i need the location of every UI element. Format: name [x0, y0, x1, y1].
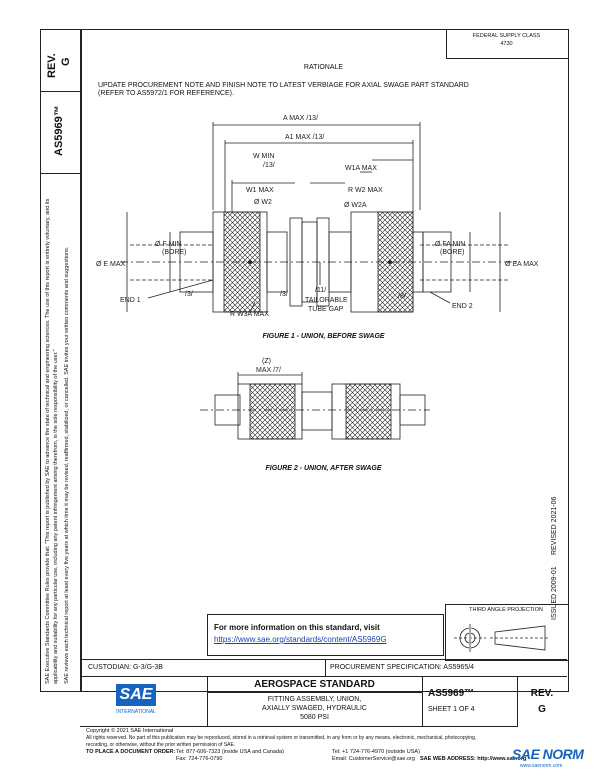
fig1-note8: /8/: [398, 293, 406, 300]
title-cell: [207, 676, 423, 727]
fig2-z-label: (Z): [262, 358, 271, 365]
info-box-link[interactable]: https://www.sae.org/standards/content/AS…: [214, 635, 387, 644]
fig1-r-w3a-max: R W3A MAX: [230, 311, 269, 318]
figure1-drawing: A MAX /13/ A1 MAX /13/ W MIN /13/ W1A MA…: [96, 115, 539, 318]
fig1-note3b: /3/: [280, 291, 288, 298]
fig1-dia-ea-max: Ø EA MAX: [505, 261, 539, 268]
fig1-a1-max: A1 MAX /13/: [285, 134, 324, 141]
title-line3: 5080 PSI: [300, 714, 329, 721]
title-line2: AXIALLY SWAGED, HYDRAULIC: [262, 705, 367, 712]
sae-logo: SAE: [116, 684, 156, 706]
fig1-dia-e-max: Ø E MAX: [96, 261, 126, 268]
footer-order: TO PLACE A DOCUMENT ORDER:: [86, 749, 176, 755]
title-rev-value: G: [538, 704, 546, 715]
fig1-tube-gap: TUBE GAP: [308, 306, 344, 313]
figure2-caption: FIGURE 2 - UNION, AFTER SWAGE: [265, 465, 382, 472]
fig1-note3a: /3/: [185, 291, 193, 298]
projection-box: [445, 604, 568, 661]
footer-email: Email: CustomerService@sae.org: [332, 756, 415, 762]
footer-copyright: Copyright © 2021 SAE International: [86, 728, 174, 734]
fig2-z-max: MAX /7/: [256, 367, 281, 374]
left-strip: [40, 29, 82, 692]
legal-text-1: SAE Executive Standards Committee Rules …: [45, 198, 59, 684]
fig1-w-min: W MIN: [253, 153, 274, 160]
footer-tel2: Tel: +1 724-776-4970 (outside USA): [332, 749, 420, 755]
fig1-r-w2-max: R W2 MAX: [348, 187, 383, 194]
info-box-title: For more information on this standard, v…: [214, 623, 380, 632]
fig1-dia-fa-min: Ø FA MIN: [435, 241, 465, 248]
footer-web: SAE WEB ADDRESS: http://www.sae.org: [420, 756, 527, 762]
fig1-a-max: A MAX /13/: [283, 115, 318, 122]
projection-label: THIRD ANGLE PROJECTION: [469, 607, 543, 613]
fsc-line1: FEDERAL SUPPLY CLASS: [472, 33, 541, 39]
title-rev-label: REV.: [530, 688, 554, 699]
revised-date: REVISED 2021-06: [551, 496, 558, 555]
left-docnum-cell: [40, 91, 80, 174]
footer-fax1: Fax: 724-776-0790: [176, 756, 223, 762]
projection-symbol: [454, 624, 550, 652]
fig1-end1: END 1: [120, 297, 141, 304]
watermark-sub: www.saenorm.com: [520, 763, 563, 769]
fig1-dia-f-min: Ø F MIN: [155, 241, 181, 248]
fig1-note11: /11/: [315, 287, 326, 294]
fig1-tailorable: TAILORABLE: [305, 297, 348, 304]
title-doc-number: AS5969™: [428, 688, 475, 699]
info-box: For more information on this standard, v…: [207, 614, 444, 656]
footer-rights: All rights reserved. No part of this pub…: [86, 735, 477, 741]
left-rev-cell: [40, 29, 80, 92]
standard-type: AEROSPACE STANDARD: [207, 679, 422, 693]
fig1-w1-max: W1 MAX: [246, 187, 274, 194]
fig1-end2: END 2: [452, 303, 473, 310]
left-rev-label: REV.: [46, 53, 58, 78]
docnum-cell: [422, 676, 518, 727]
custodian-divider: [325, 659, 326, 676]
fig1-dia-w2a: Ø W2A: [344, 202, 367, 209]
title-line1: FITTING ASSEMBLY, UNION,: [267, 696, 362, 703]
drawing-frame: [80, 29, 569, 692]
figure2-drawing: (Z) MAX /7/: [200, 358, 430, 440]
footer-tel1: Tel: 877-606-7323 (inside USA and Canada…: [176, 749, 284, 755]
sheet-number: SHEET 1 OF 4: [428, 706, 475, 713]
watermark: SAE NORM: [512, 746, 584, 762]
left-rev-value: G: [60, 57, 72, 66]
sae-logo-cell: [80, 676, 208, 727]
fig1-w-min-note: /13/: [263, 162, 275, 169]
fig1-w1a-max: W1A MAX: [345, 165, 377, 172]
left-doc-number: AS5969™: [53, 105, 65, 156]
custodian-row: [80, 659, 567, 677]
rationale-text-1: UPDATE PROCUREMENT NOTE AND FINISH NOTE …: [98, 82, 469, 89]
fsc-box: [446, 29, 568, 59]
sae-logo-sub: INTERNATIONAL: [116, 709, 156, 715]
fig1-bore-right: (BORE): [440, 249, 465, 256]
fig1-dia-w2: Ø W2: [254, 199, 272, 206]
figure1-caption: FIGURE 1 - UNION, BEFORE SWAGE: [262, 333, 385, 340]
procurement-spec: PROCUREMENT SPECIFICATION: AS5965/4: [330, 664, 475, 671]
legal-text-2: SAE reviews each technical report at lea…: [64, 246, 70, 684]
fsc-line2: 4730: [500, 41, 513, 47]
custodian: CUSTODIAN: G-3/G-3B: [88, 664, 163, 671]
fig1-bore-left: (BORE): [162, 249, 187, 256]
rationale-text-2: (REFER TO AS5972/1 FOR REFERENCE).: [98, 90, 234, 97]
footer-rights2: recording, or otherwise, without the pri…: [86, 742, 236, 748]
rationale-title: RATIONALE: [303, 64, 344, 71]
